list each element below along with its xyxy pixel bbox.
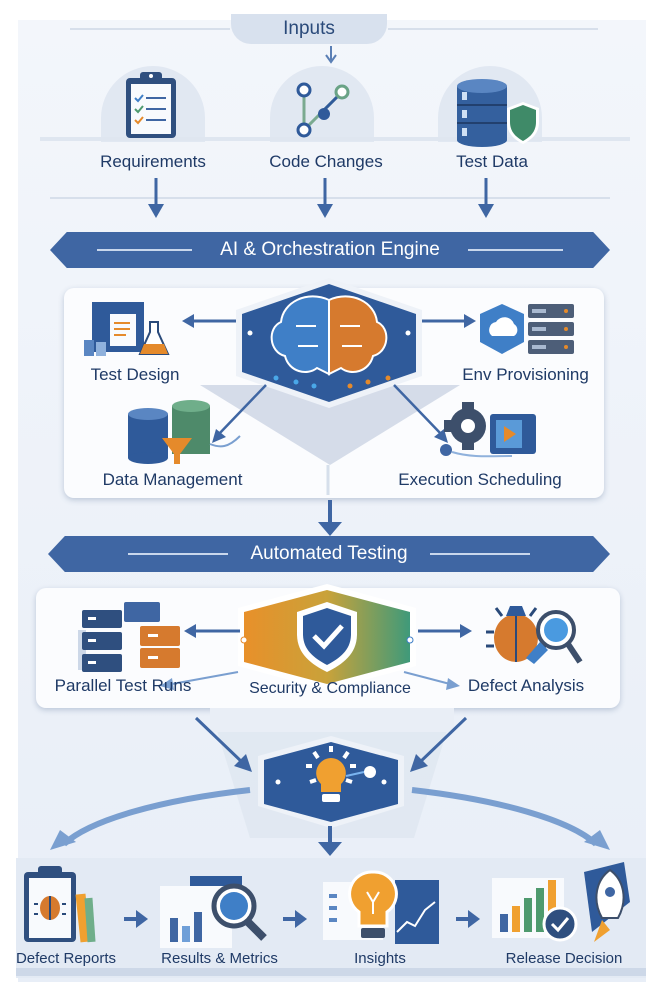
arrow-down-icon	[148, 178, 164, 218]
clipboard-checklist-icon	[126, 72, 176, 138]
banner-dash	[97, 249, 192, 251]
database-shield-icon	[457, 79, 539, 147]
arrow-down-left-icon	[212, 384, 267, 443]
chart-rocket-icon	[492, 862, 630, 942]
arrow-right-icon	[124, 910, 148, 928]
banner-dash	[128, 553, 228, 555]
testing-parallel-runs-label: Parallel Test Runs	[54, 676, 192, 695]
arrow-left-icon	[182, 314, 236, 328]
arrow-down-icon	[478, 178, 494, 218]
engine-env-provisioning-label: Env Provisioning	[462, 365, 589, 384]
clipboard-bug-icon	[24, 866, 96, 943]
banner-dash	[468, 249, 563, 251]
cloud-server-icon	[480, 304, 574, 354]
arrow-down-icon	[317, 178, 333, 218]
output-results-metrics-label: Results & Metrics	[161, 950, 278, 967]
input-requirements-label: Requirements	[100, 152, 206, 171]
testing-title: Automated Testing	[250, 543, 408, 564]
arrow-right-icon	[403, 671, 460, 690]
curved-arrows	[50, 787, 610, 850]
divider	[40, 137, 630, 141]
output-defect-reports-label: Defect Reports	[15, 950, 117, 967]
arrow-down-icon	[318, 826, 342, 856]
engine-execution-scheduling-label: Execution Scheduling	[398, 470, 562, 489]
divider	[70, 28, 230, 30]
arrow-left-icon	[184, 624, 240, 638]
chart-magnifier-icon	[160, 876, 267, 948]
arrow-down-right-icon	[194, 716, 252, 772]
banner-dash	[430, 553, 530, 555]
document-flask-icon	[84, 302, 170, 356]
divider	[50, 197, 610, 199]
arrow-right-icon	[422, 314, 476, 328]
testing-security-label: Security & Compliance	[249, 680, 411, 697]
database-funnel-icon	[128, 400, 241, 464]
outputs-band-edge	[16, 968, 646, 976]
engine-shadow	[200, 385, 460, 495]
testing-defect-analysis-label: Defect Analysis	[467, 676, 585, 695]
lightbulb-icon	[258, 736, 404, 828]
arrow-right-icon	[283, 910, 307, 928]
inputs-header: Inputs	[231, 14, 387, 44]
bug-magnifier-icon	[486, 606, 583, 664]
arrow-down-left-icon	[410, 716, 468, 772]
output-release-decision-label: Release Decision	[505, 950, 623, 967]
arrow-down-icon	[318, 500, 342, 536]
arrow-left-icon	[160, 671, 239, 690]
input-code-changes-label: Code Changes	[269, 152, 383, 171]
arrow-right-icon	[418, 624, 472, 638]
gear-play-icon	[440, 402, 536, 458]
engine-data-management-label: Data Management	[102, 470, 243, 489]
engine-test-design-label: Test Design	[90, 365, 180, 384]
lightbulb-chart-icon	[323, 870, 439, 944]
input-test-data-label: Test Data	[456, 152, 528, 171]
output-insights-label: Insights	[354, 950, 406, 967]
testing-banner: Automated Testing	[48, 536, 610, 572]
shield-check-icon	[238, 584, 416, 690]
arrow-right-icon	[456, 910, 480, 928]
brain-circuit-icon	[236, 278, 422, 408]
server-stack-icon	[78, 602, 180, 672]
engine-banner: AI & Orchestration Engine	[50, 232, 610, 268]
git-branch-icon	[296, 82, 350, 138]
arrow-down-icon	[325, 46, 337, 64]
divider	[388, 28, 598, 30]
arrow-down-right-icon	[393, 384, 448, 443]
icon-backdrop	[270, 66, 374, 142]
engine-title: AI & Orchestration Engine	[220, 239, 440, 260]
